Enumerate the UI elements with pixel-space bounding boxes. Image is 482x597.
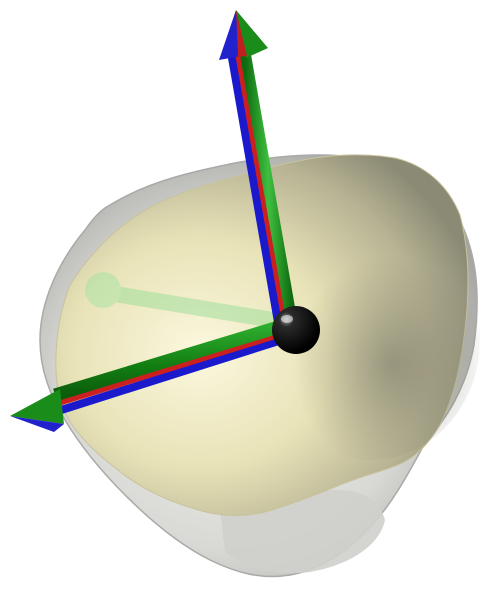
horizontal-axis[interactable]	[10, 318, 287, 432]
surface-shading	[260, 220, 480, 460]
origin-sphere-highlight	[281, 315, 293, 323]
depth-axis-tip	[85, 272, 121, 308]
vertical-axis[interactable]	[219, 10, 298, 326]
depth-axis[interactable]	[85, 272, 293, 330]
origin-sphere[interactable]	[272, 306, 320, 354]
horizontal-axis-arrowhead	[10, 389, 64, 424]
